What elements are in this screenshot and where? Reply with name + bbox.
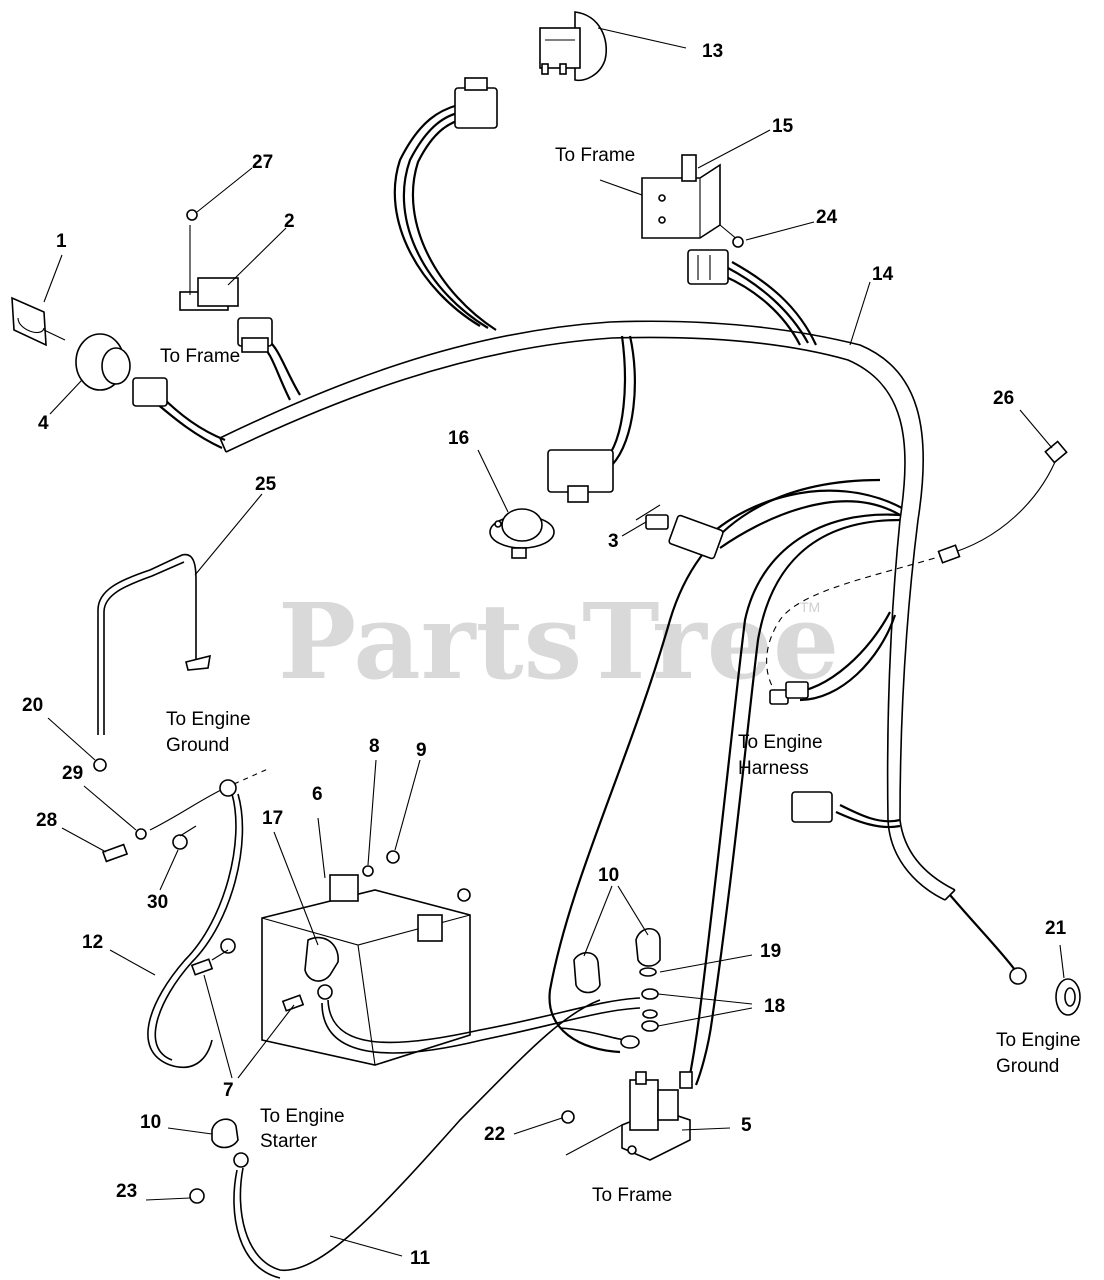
main-harness-sheath <box>219 320 956 901</box>
callout-20: 20 <box>22 695 43 716</box>
location-notes: To Frame To Frame To Engine Ground To En… <box>160 145 1081 1206</box>
leader-lines <box>43 27 1065 1257</box>
callout-29: 29 <box>62 763 83 784</box>
battery-part-6 <box>261 850 471 1066</box>
note-to-engine-harness-line1: To Engine <box>738 732 823 753</box>
bolts-part-7 <box>190 938 305 1012</box>
callout-15: 15 <box>772 116 794 137</box>
grommet-part-21 <box>1009 967 1081 1016</box>
engine-harness-connector <box>769 681 833 823</box>
callout-21: 21 <box>1045 918 1067 939</box>
note-to-engine-ground-left-line2: Ground <box>166 735 229 756</box>
key-switch-part-4 <box>75 333 168 407</box>
callout-10-bottom: 10 <box>140 1112 161 1133</box>
ground-cable-part-12 <box>147 779 244 1068</box>
washers-part-18-19 <box>620 967 659 1049</box>
nut-part-20 <box>93 758 107 772</box>
note-to-engine-starter-line1: To Engine <box>260 1106 345 1127</box>
callout-numbers: 13 15 24 14 27 2 1 4 16 25 26 3 20 29 28… <box>22 41 1067 1269</box>
solenoid-part-5 <box>565 1071 693 1161</box>
callout-24: 24 <box>816 207 838 228</box>
note-to-engine-ground-right-line2: Ground <box>996 1056 1059 1077</box>
callout-17: 17 <box>262 808 283 829</box>
callout-16: 16 <box>448 428 469 449</box>
connector-near-24 <box>687 249 729 285</box>
connector-top <box>454 77 498 129</box>
callout-14: 14 <box>872 264 894 285</box>
callout-1: 1 <box>56 231 67 252</box>
callout-8: 8 <box>369 736 380 757</box>
callout-13: 13 <box>702 41 723 62</box>
nuts-part-22-23 <box>189 1110 575 1204</box>
note-to-frame-bottom: To Frame <box>592 1185 672 1206</box>
callout-2: 2 <box>284 211 295 232</box>
switch-part-13 <box>539 11 607 82</box>
callout-6: 6 <box>312 784 323 805</box>
small-screws-24-27 <box>186 209 744 248</box>
callout-11: 11 <box>410 1248 431 1269</box>
battery-cable <box>317 984 641 1054</box>
callout-27: 27 <box>252 152 273 173</box>
callout-4: 4 <box>38 413 49 434</box>
callout-3: 3 <box>608 531 619 552</box>
callout-28: 28 <box>36 810 57 831</box>
note-to-frame-left: To Frame <box>160 346 240 367</box>
callout-10-top: 10 <box>598 865 619 886</box>
fuse-part-3 <box>635 504 724 560</box>
callout-30: 30 <box>147 892 168 913</box>
ground-wire-26 <box>766 440 1068 696</box>
watermark: PartsTree <box>278 580 839 703</box>
callout-25: 25 <box>255 474 277 495</box>
note-to-engine-harness-line2: Harness <box>738 758 809 779</box>
terminal-cover-part-17 <box>304 936 339 982</box>
starter-cable-part-11 <box>233 999 601 1279</box>
note-to-frame-top: To Frame <box>555 145 635 166</box>
callout-18: 18 <box>764 996 785 1017</box>
note-to-engine-ground-right-line1: To Engine <box>996 1030 1081 1051</box>
watermark-trademark: TM <box>800 599 820 615</box>
note-to-engine-ground-left-line1: To Engine <box>166 709 251 730</box>
relay-part-2 <box>179 225 273 353</box>
callout-7: 7 <box>223 1080 234 1101</box>
bracket-part-1 <box>11 296 66 347</box>
callout-5: 5 <box>741 1115 752 1136</box>
callout-9: 9 <box>416 740 427 761</box>
callout-19: 19 <box>760 941 781 962</box>
callout-22: 22 <box>484 1124 505 1145</box>
hardware-28-29-30 <box>101 767 271 863</box>
seat-switch-part-15 <box>599 154 739 241</box>
terminal-boots-part-10 <box>211 927 661 1149</box>
callout-23: 23 <box>116 1181 137 1202</box>
note-to-engine-starter-line2: Starter <box>260 1131 318 1152</box>
callout-26: 26 <box>993 388 1014 409</box>
buzzer-part-16 <box>489 449 614 559</box>
callout-12: 12 <box>82 932 103 953</box>
rod-part-25 <box>97 553 211 735</box>
